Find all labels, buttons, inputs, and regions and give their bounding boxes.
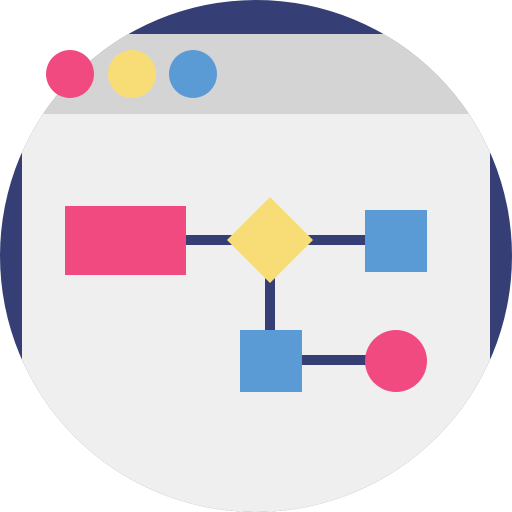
maximize-dot-icon[interactable] [169, 50, 217, 98]
process-rectangle [65, 206, 186, 275]
window-body [22, 112, 490, 512]
terminal-circle [365, 330, 427, 392]
minimize-dot-icon[interactable] [108, 50, 156, 98]
subprocess-square [240, 330, 302, 392]
output-square [365, 210, 427, 272]
decision-diamond [227, 197, 313, 283]
close-dot-icon[interactable] [46, 50, 94, 98]
